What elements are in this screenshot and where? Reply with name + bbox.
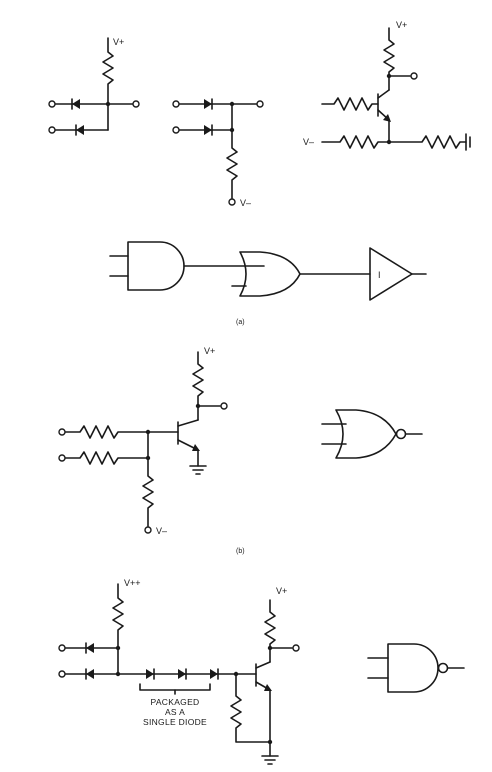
- package-note-line3: SINGLE DIODE: [143, 717, 207, 727]
- diode-or-gate-circuit: V–: [172, 98, 264, 208]
- or-gate-symbol: [239, 251, 301, 297]
- inverter-symbol: [369, 247, 413, 301]
- diode-and-gate-circuit: V+: [48, 37, 140, 136]
- vminus-label-inverter: V–: [303, 137, 314, 147]
- vplus-label-nand: V+: [276, 586, 287, 596]
- vplus-label-inverter: V+: [396, 20, 407, 30]
- vplus-label-and: V+: [113, 37, 124, 47]
- nor-gate-symbol: [321, 409, 423, 459]
- rtl-nor-gate-circuit: V+ V–: [58, 346, 228, 536]
- vplusplus-label: V++: [124, 578, 141, 588]
- logic-symbol-row-a: I: [109, 241, 427, 301]
- vminus-label-nor: V–: [156, 526, 167, 536]
- and-gate-symbol: [127, 241, 185, 291]
- caption-a: (a): [236, 319, 245, 326]
- dtl-nand-gate-circuit: V++ V+ PACKAGED AS A SINGLE DIODE: [58, 578, 300, 765]
- transistor-inverter-circuit: V+ V–: [303, 20, 471, 151]
- inverter-symbol-label: I: [378, 270, 381, 280]
- package-note-line1: PACKAGED: [150, 697, 199, 707]
- nand-gate-symbol: [367, 643, 465, 693]
- vplus-label-nor: V+: [204, 346, 215, 356]
- package-note-line2: AS A: [165, 707, 185, 717]
- caption-b: (b): [236, 548, 245, 555]
- vminus-label-or: V–: [240, 198, 251, 208]
